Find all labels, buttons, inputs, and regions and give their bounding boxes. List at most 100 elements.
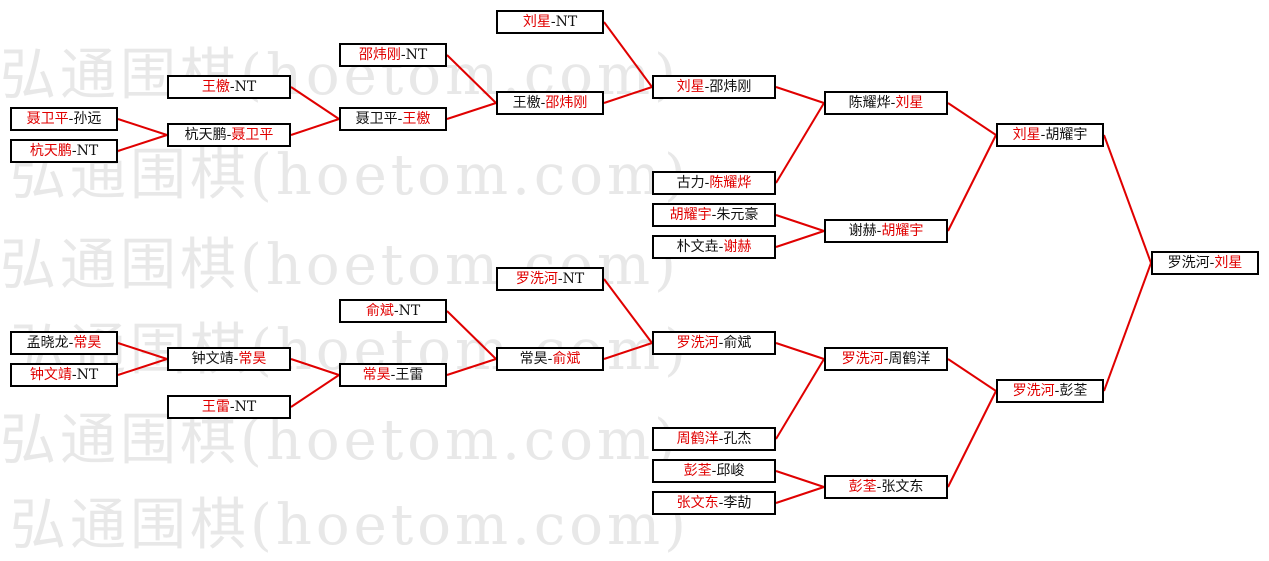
bracket-line: [775, 470, 825, 488]
bracket-line: [603, 86, 653, 104]
match-box: 邵炜刚-NT: [339, 43, 447, 67]
player-name: 张文东: [881, 479, 924, 495]
separator: -: [397, 111, 403, 127]
match-box: 杭天鹏-NT: [10, 139, 118, 163]
match-box: 彭荃-张文东: [824, 475, 948, 499]
player-name: 谢赫: [848, 223, 877, 239]
bracket-line: [117, 342, 168, 360]
separator: -: [1054, 383, 1060, 399]
bracket-line: [603, 342, 653, 360]
bracket-line: [775, 102, 825, 184]
separator: -: [68, 335, 74, 351]
separator: -: [68, 111, 74, 127]
player-name: 刘星: [522, 14, 551, 30]
player-name: 周鹤洋: [888, 351, 931, 367]
player-name: 孔杰: [723, 431, 752, 447]
separator: -: [547, 351, 553, 367]
bracket-line: [947, 102, 997, 136]
player-name: 邵炜刚: [545, 95, 588, 111]
player-name: 罗洗河: [515, 271, 558, 287]
match-box: 罗洗河-俞斌: [652, 331, 776, 355]
separator: -: [718, 431, 724, 447]
player-name: 罗洗河: [676, 335, 719, 351]
player-name: 彭荃: [683, 463, 712, 479]
player-name: NT: [398, 303, 421, 319]
bracket-line: [947, 390, 997, 488]
player-name: 王雷: [201, 399, 230, 415]
player-name: 钟文靖: [29, 367, 72, 383]
bracket-line: [775, 86, 825, 104]
separator: -: [229, 399, 235, 415]
match-box: 钟文靖-常昊: [167, 347, 291, 371]
bracket-line: [117, 118, 168, 136]
player-name: 刘星: [895, 95, 924, 111]
match-box: 刘星-胡耀宇: [996, 123, 1104, 147]
bracket-line: [775, 214, 825, 232]
separator: -: [71, 143, 77, 159]
separator: -: [390, 367, 396, 383]
separator: -: [1040, 127, 1046, 143]
bracket-line: [775, 358, 825, 440]
player-name: 俞斌: [365, 303, 394, 319]
player-name: 胡耀宇: [1045, 127, 1088, 143]
bracket-line: [947, 134, 997, 232]
separator: -: [704, 79, 710, 95]
match-box: 孟晓龙-常昊: [10, 331, 118, 355]
player-name: NT: [234, 79, 257, 95]
player-name: 陈耀烨: [709, 175, 752, 191]
player-name: 胡耀宇: [669, 207, 712, 223]
player-name: NT: [234, 399, 257, 415]
match-box: 彭荃-邱峻: [652, 459, 776, 483]
player-name: 邵炜刚: [709, 79, 752, 95]
match-box: 王雷-NT: [167, 395, 291, 419]
player-name: 聂卫平: [355, 111, 398, 127]
player-name: 聂卫平: [26, 111, 69, 127]
player-name: 邵炜刚: [358, 47, 401, 63]
bracket-line: [1103, 262, 1152, 392]
player-name: 周鹤洋: [676, 431, 719, 447]
separator: -: [711, 463, 717, 479]
separator: -: [890, 95, 896, 111]
player-name: 罗洗河: [1167, 255, 1210, 271]
match-box: 王檄-邵炜刚: [496, 91, 604, 115]
match-box: 刘星-邵炜刚: [652, 75, 776, 99]
match-box: 聂卫平-孙远: [10, 107, 118, 131]
player-name: 胡耀宇: [881, 223, 924, 239]
match-box: 谢赫-胡耀宇: [824, 219, 948, 243]
match-box: 常昊-俞斌: [496, 347, 604, 371]
bracket-line: [775, 230, 825, 248]
separator: -: [718, 239, 724, 255]
bracket-line: [603, 278, 653, 344]
bracket-line: [117, 134, 168, 152]
bracket-line: [290, 118, 340, 136]
match-box: 古力-陈耀烨: [652, 171, 776, 195]
player-name: 俞斌: [552, 351, 581, 367]
player-name: 常昊: [519, 351, 548, 367]
match-box: 周鹤洋-孔杰: [652, 427, 776, 451]
player-name: 刘星: [1012, 127, 1041, 143]
match-box: 钟文靖-NT: [10, 363, 118, 387]
player-name: NT: [562, 271, 585, 287]
player-name: 钟文靖: [191, 351, 234, 367]
separator: -: [704, 175, 710, 191]
player-name: 孙远: [73, 111, 102, 127]
tournament-bracket: 弘通围棋(hoetom.com) 弘通围棋(hoetom.com) 弘通围棋(h…: [0, 10, 1259, 558]
bracket-line: [603, 21, 653, 88]
player-name: 刘星: [676, 79, 705, 95]
player-name: 杭天鹏: [184, 127, 227, 143]
player-name: NT: [76, 143, 99, 159]
player-name: 邱峻: [716, 463, 745, 479]
separator: -: [400, 47, 406, 63]
player-name: 刘星: [1214, 255, 1243, 271]
match-box: 罗洗河-彭荃: [996, 379, 1104, 403]
bracket-line: [446, 358, 497, 376]
player-name: 常昊: [73, 335, 102, 351]
bracket-line: [446, 54, 497, 104]
separator: -: [876, 479, 882, 495]
player-name: 王雷: [395, 367, 424, 383]
player-name: 朱元豪: [716, 207, 759, 223]
player-name: 李劼: [723, 495, 752, 511]
bracket-line: [446, 102, 497, 120]
player-name: 彭荃: [848, 479, 877, 495]
separator: -: [876, 223, 882, 239]
